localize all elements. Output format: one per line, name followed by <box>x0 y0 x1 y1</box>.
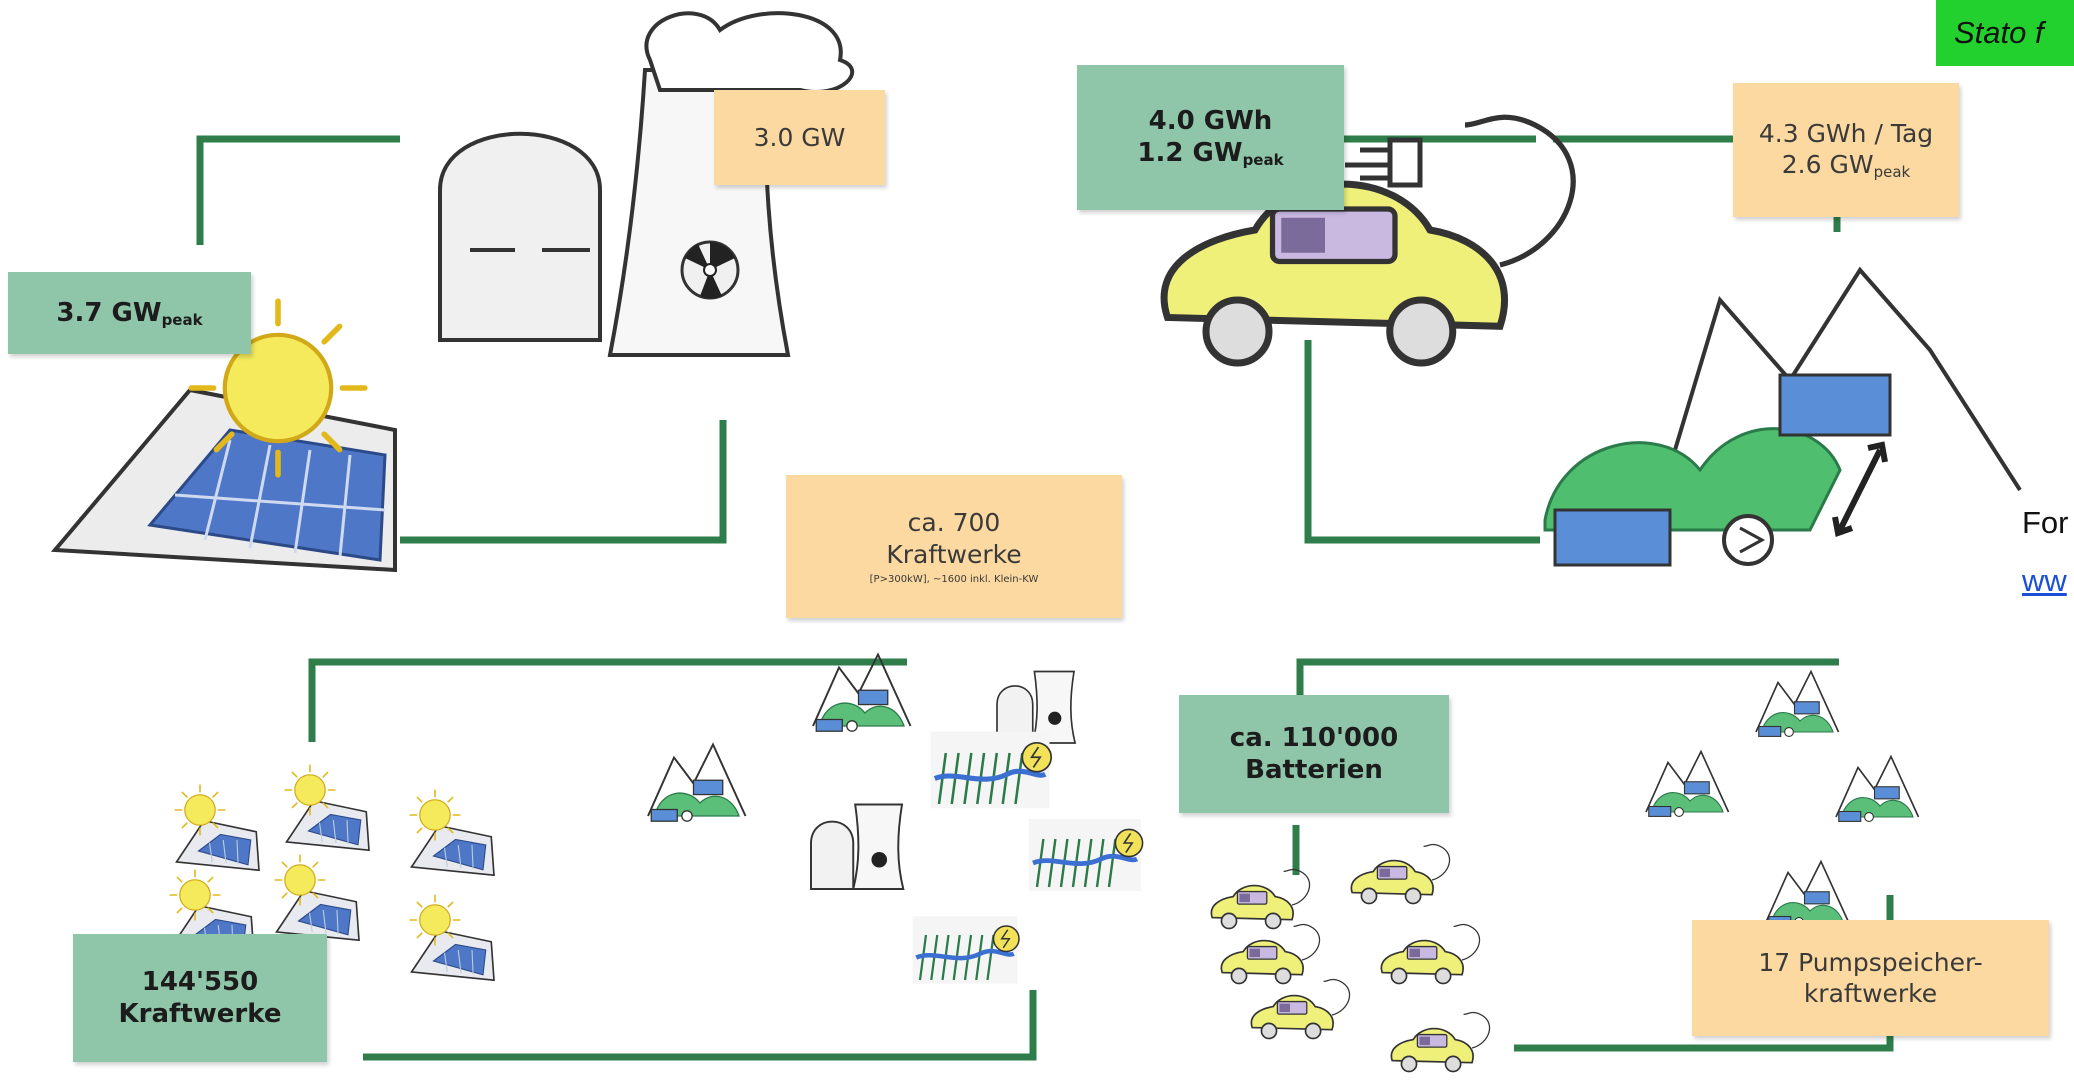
pumped-storage-cluster <box>1645 670 1920 928</box>
pumped-storage-count-tag: 17 Pumpspeicher- kraftwerke <box>1692 920 2049 1036</box>
solar-capacity-tag: 3.7 GWpeak <box>8 272 251 354</box>
power-plants-count-tag: ca. 700 Kraftwerke [P>300kW], ~1600 inkl… <box>786 475 1122 618</box>
car-fleet-cluster <box>1210 843 1491 1073</box>
pump-icon <box>1722 514 1774 566</box>
source-label: For <box>2022 505 2069 540</box>
flow-arrow-icon <box>1832 441 1888 538</box>
ev-capacity-tag: 4.0 GWh 1.2 GWpeak <box>1077 65 1344 210</box>
batteries-count-tag: ca. 110'000 Batterien <box>1179 695 1449 813</box>
hydro-dam-icon <box>1543 266 2022 567</box>
solar-plants-count-tag: 144'550 Kraftwerke <box>73 934 327 1062</box>
radiation-icon <box>680 240 740 300</box>
power-plants-cluster <box>647 653 1143 984</box>
nuclear-capacity-tag: 3.0 GW <box>714 90 885 185</box>
pumped-storage-capacity-tag: 4.3 GWh / Tag 2.6 GWpeak <box>1733 83 1959 217</box>
solar-roof-icon <box>50 387 397 573</box>
plug-icon <box>1345 137 1423 188</box>
status-label: Stato f <box>1936 0 2074 66</box>
source-link[interactable]: ww <box>2022 563 2067 598</box>
reservoir-icon <box>1778 373 1892 437</box>
